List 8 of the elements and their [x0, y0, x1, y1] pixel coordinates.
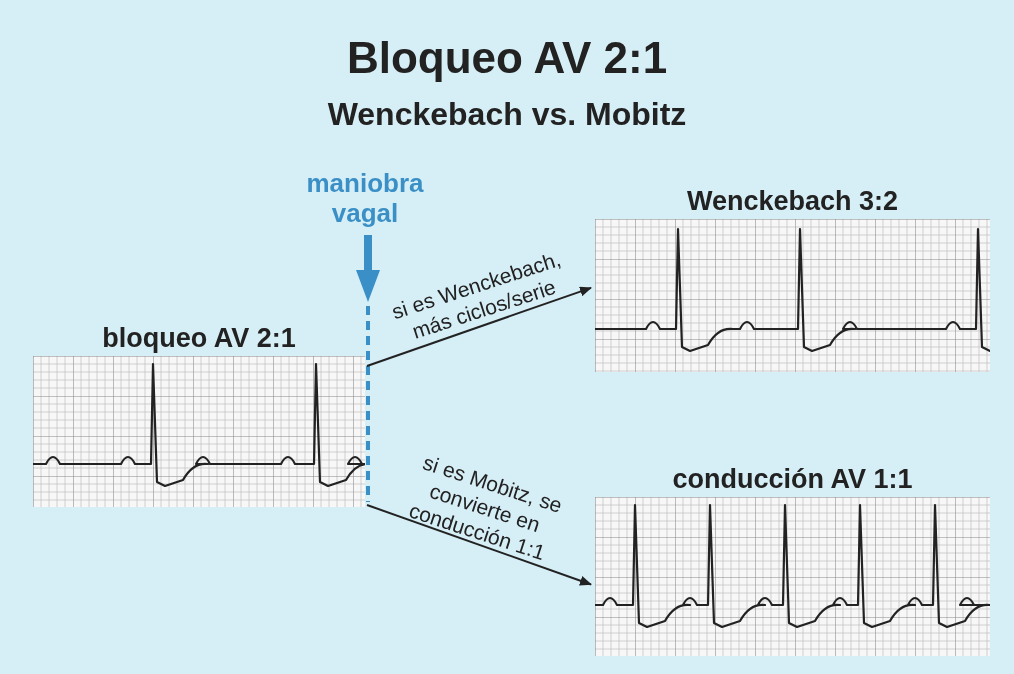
title: Bloqueo AV 2:1 — [345, 36, 669, 80]
arrow — [366, 504, 592, 586]
strip-heading: Wenckebach 3:2 — [685, 185, 900, 217]
arrow — [366, 286, 592, 367]
annotation-text: maniobra vagal — [305, 168, 425, 228]
strip-heading: bloqueo AV 2:1 — [101, 322, 297, 354]
strip-heading: conducción AV 1:1 — [671, 463, 914, 495]
subtitle: Wenckebach vs. Mobitz — [326, 98, 688, 130]
